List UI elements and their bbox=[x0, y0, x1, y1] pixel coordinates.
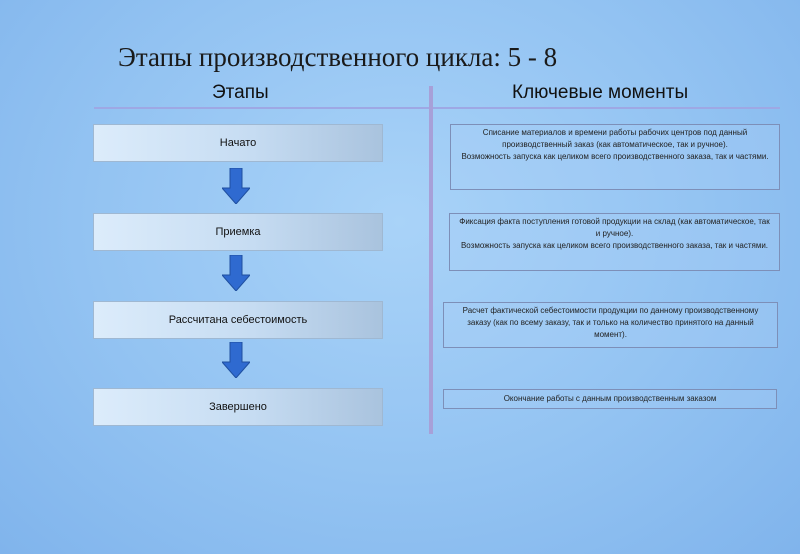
note-line: Возможность запуска как целиком всего пр… bbox=[460, 241, 769, 250]
stage-completed: Завершено bbox=[93, 388, 383, 426]
note-acceptance: Фиксация факта поступления готовой проду… bbox=[449, 213, 780, 271]
note-line: Фиксация факта поступления готовой проду… bbox=[459, 217, 770, 238]
note-line: Списание материалов и времени работы раб… bbox=[482, 128, 748, 149]
stage-started: Начато bbox=[93, 124, 383, 162]
note-line: Возможность запуска как целиком всего пр… bbox=[461, 152, 769, 161]
stage-cost-calculated: Рассчитана себестоимость bbox=[93, 301, 383, 339]
column-header-key-points: Ключевые моменты bbox=[512, 82, 689, 103]
header-divider bbox=[94, 107, 780, 109]
note-cost-calculated: Расчет фактической себестоимости продукц… bbox=[443, 302, 778, 348]
down-arrow-icon bbox=[222, 342, 250, 378]
column-header-stages: Этапы bbox=[212, 82, 269, 103]
stage-acceptance: Приемка bbox=[93, 213, 383, 251]
note-line: Окончание работы с данным производственн… bbox=[503, 394, 717, 403]
note-started: Списание материалов и времени работы раб… bbox=[450, 124, 780, 190]
note-line: Расчет фактической себестоимости продукц… bbox=[462, 306, 759, 339]
down-arrow-icon bbox=[222, 255, 250, 291]
note-completed: Окончание работы с данным производственн… bbox=[443, 389, 777, 409]
column-divider bbox=[429, 86, 433, 434]
slide-title: Этапы производственного цикла: 5 - 8 bbox=[118, 42, 558, 72]
down-arrow-icon bbox=[222, 168, 250, 204]
